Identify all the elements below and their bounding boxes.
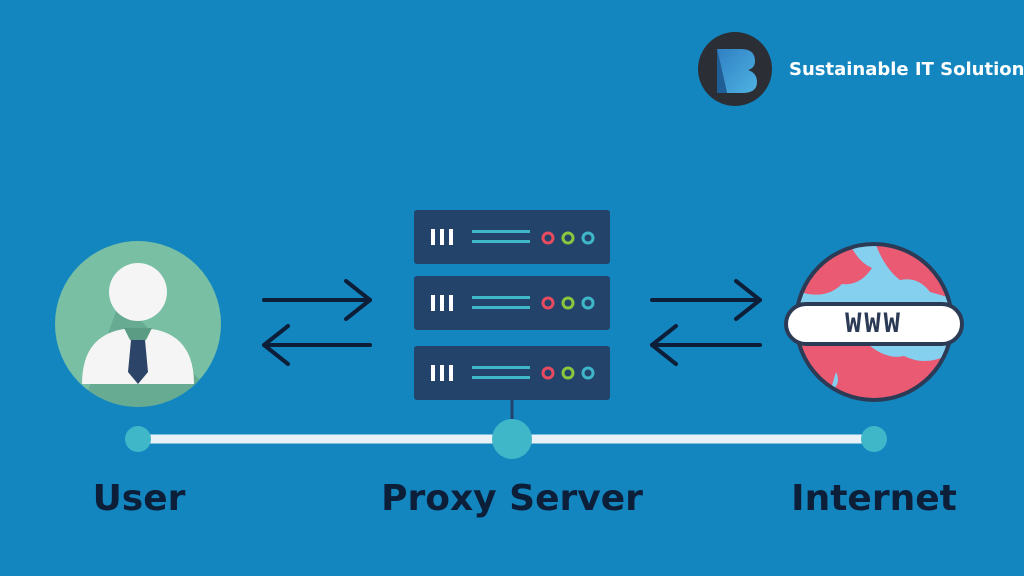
brand-b-logo-icon [698, 32, 772, 106]
user-avatar-icon [55, 241, 221, 407]
server-unit-2 [414, 276, 610, 330]
brand-name: Sustainable IT Solutions [789, 59, 1024, 80]
www-badge-text: WWW [845, 308, 903, 339]
server-unit-1 [414, 210, 610, 264]
connector-dot-user [125, 426, 151, 452]
label-proxy-server: Proxy Server [381, 478, 643, 519]
connector-dot-internet [861, 426, 887, 452]
server-rack-icon [414, 210, 610, 400]
label-internet: Internet [791, 478, 957, 519]
bidirectional-arrows-left-icon [262, 279, 372, 366]
label-user: User [92, 478, 186, 519]
connector-dot-proxy [492, 419, 532, 459]
bidirectional-arrows-right-icon [650, 279, 762, 366]
server-unit-3 [414, 346, 610, 400]
